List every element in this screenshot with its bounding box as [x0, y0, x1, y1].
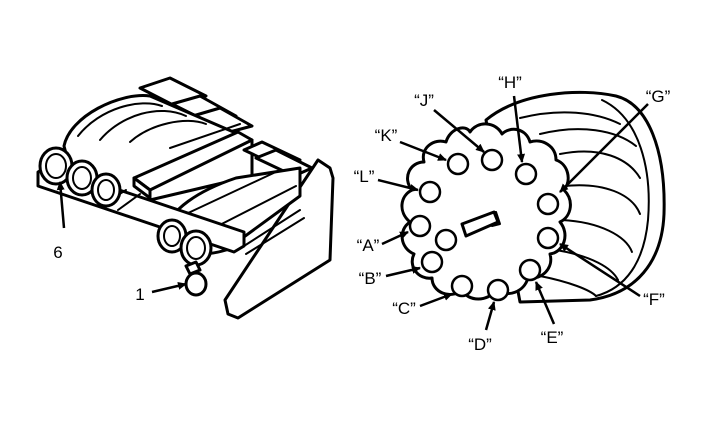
right-connector-drawing: “A” “B” “C” “D” “E” “F” “G” “H” “J” “K” … — [354, 73, 671, 354]
label-a: “A” — [357, 236, 380, 255]
pin-c — [450, 274, 474, 298]
label-d: “D” — [468, 335, 492, 354]
front-cavities-left — [38, 146, 122, 208]
label-b: “B” — [359, 269, 382, 288]
callout-1: 1 — [135, 281, 187, 304]
label-f: “F” — [643, 290, 665, 309]
callout-1-label: 1 — [135, 285, 144, 304]
pin-f — [536, 226, 560, 250]
label-h: “H” — [498, 73, 522, 92]
callout-6-label: 6 — [53, 243, 62, 262]
pin-d — [486, 278, 510, 302]
pin-b — [420, 250, 444, 274]
pin-a — [408, 214, 432, 238]
label-e: “E” — [541, 328, 564, 347]
pin-l — [418, 180, 442, 204]
left-connector-drawing: 6 1 — [36, 76, 335, 320]
label-j: “J” — [414, 91, 434, 110]
label-l: “L” — [354, 167, 375, 186]
label-c: “C” — [392, 299, 416, 318]
front-cavities-right — [156, 218, 213, 267]
pin-labels: “A” “B” “C” “D” “E” “F” “G” “H” “J” “K” … — [354, 73, 671, 354]
label-g: “G” — [646, 87, 671, 106]
pin-center — [434, 228, 458, 252]
pin-leaders — [377, 95, 649, 331]
pin-cavities — [408, 148, 560, 302]
pin-k — [446, 152, 470, 176]
label-k: “K” — [375, 126, 398, 145]
callout-6: 6 — [53, 181, 66, 262]
pin-1-cavity — [184, 271, 208, 297]
center-key — [460, 210, 500, 238]
end-plate — [223, 158, 335, 320]
pin-h — [514, 162, 538, 186]
pin-j — [480, 148, 504, 172]
pin-e — [518, 258, 542, 282]
pin-g — [536, 192, 560, 216]
